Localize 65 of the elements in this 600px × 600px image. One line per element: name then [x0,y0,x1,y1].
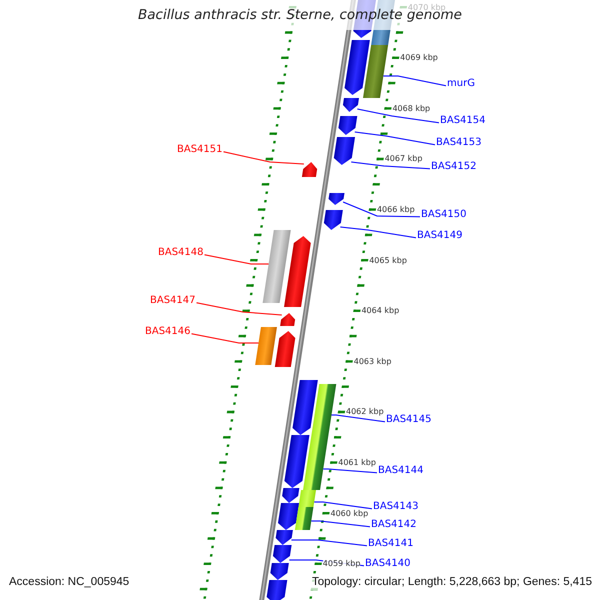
gene-label: BAS4140 [365,558,410,570]
leader-line [223,151,304,164]
gene-block [298,490,316,507]
gene-feature [302,162,318,177]
scale-label: 4067 kbp [384,154,422,164]
gene-feature [266,580,288,600]
gene-feature [324,210,343,230]
leader-line [382,76,446,86]
scale-label: 4060 kbp [330,508,368,518]
gene-feature [274,331,296,367]
scale-label: 4059 kbp [322,559,360,568]
leader-line [342,202,420,218]
scale-label: 4069 kbp [400,53,438,62]
gene-label: BAS4150 [421,209,466,221]
gene-label: BAS4152 [431,161,476,173]
gene-block [294,507,314,530]
gene-feature [284,236,311,307]
gene-block [255,327,277,365]
gene-feature [270,563,289,580]
gene-feature [272,545,292,563]
gene-feature [338,116,358,135]
gene-feature [292,380,318,435]
gene-feature [280,313,296,326]
gene-label: BAS4143 [373,501,418,513]
scale-label: 4066 kbp [376,204,415,214]
scale-label: 4064 kbp [361,306,400,316]
gene-label: BAS4153 [436,137,482,149]
scale-label: 4063 kbp [354,356,392,366]
leader-line [290,540,368,546]
gene-label: BAS4146 [145,326,190,338]
genome-summary: Topology: circular; Length: 5,228,663 bp; Genes: 5,415 [310,574,594,590]
leader-line [204,254,270,264]
scale-label: 4062 kbp [346,407,384,416]
gene-label: BAS4148 [158,247,204,259]
leader-line [331,414,386,422]
gene-label: BAS4149 [417,230,462,242]
scale-label: 4070 kbp [408,2,446,12]
gene-block [262,230,291,303]
gene-label: BAS4142 [371,519,416,531]
leader-line [340,226,416,238]
gene-label: BAS4147 [150,295,196,307]
gene-block [311,384,336,436]
gene-label: BAS4144 [378,465,424,477]
gene-label: murG [447,78,475,90]
leader-line [310,520,370,528]
leader-line [350,162,430,170]
leader-line [354,132,436,146]
scale-label: 4068 kbp [392,104,430,113]
gene-label: BAS4141 [368,538,414,550]
gene-label: BAS4151 [177,144,222,156]
gene-feature [328,193,344,205]
gene-label: BAS4154 [440,115,486,127]
accession-label: Accession: NC_005945 [7,574,132,590]
gene-feature [342,98,359,112]
gene-block [363,45,388,98]
gene-feature [334,137,356,165]
leader-line [314,502,372,510]
scale-label: 4065 kbp [369,256,407,264]
leader-line [196,302,282,316]
leader-line [191,333,260,344]
leader-line [322,468,378,474]
leader-line [356,108,440,124]
gene-feature [344,40,370,95]
gene-label: BAS4145 [386,414,432,426]
scale-label: 4061 kbp [338,458,376,467]
